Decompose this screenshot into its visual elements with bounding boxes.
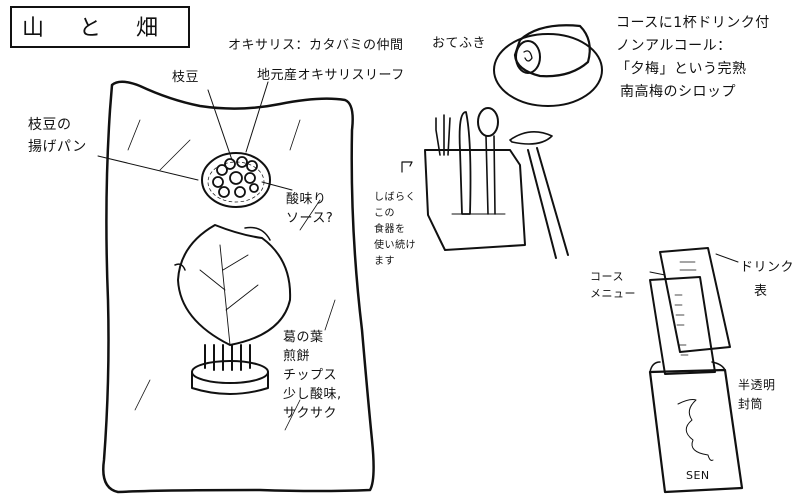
label-line: ます (374, 256, 395, 267)
cutlery-note: しばらく この 食器を 使い続け ます (374, 190, 416, 270)
sauce-label: 酸味り ソース? (286, 190, 333, 228)
label-line: 封筒 (738, 397, 764, 411)
label-line: 表 (754, 284, 768, 299)
label-line: サクサク (283, 406, 338, 421)
oxalis-note: オキサリス：カタバミの仲間 (228, 38, 404, 53)
label-line: 酸味り (286, 192, 327, 207)
drink-list-label: ドリンク 表 (740, 256, 794, 304)
fork-icon (435, 114, 451, 156)
chopsticks (527, 147, 569, 259)
label-line: コース (590, 270, 624, 283)
label-line: チップス (283, 368, 338, 383)
course-menu-card (649, 276, 716, 375)
drink-note: コースに1杯ドリンク付 ノンアルコール： 「夕梅」という完熟 南高梅のシロップ (616, 12, 770, 104)
label-line: しばらく (374, 192, 416, 203)
label-line: 煎餅 (283, 349, 311, 364)
kuzu-leaf (177, 224, 292, 346)
label-line: 「夕梅」という完熟 (616, 61, 747, 77)
envelope-label: 半透明 封筒 (738, 376, 776, 414)
chopstick-rest (509, 131, 553, 145)
label-line: 南高梅のシロップ (620, 84, 736, 100)
dish-title: 山 と 畑 (22, 16, 172, 41)
kuzu-chips-label: 葛の葉 煎餅 チップス 少し酸味, サクサク (283, 328, 342, 423)
label-line: 半透明 (738, 378, 776, 392)
label-line: 揚げパン (28, 139, 87, 155)
spoon-icon (477, 107, 499, 137)
stone-slab (102, 80, 375, 494)
label-line: ソース? (286, 211, 334, 226)
label-line: ドリンク (740, 260, 795, 275)
label-line: ノンアルコール： (616, 38, 732, 54)
label-line: 食器を (374, 224, 406, 235)
drink-list-card (659, 247, 731, 353)
knife-icon (458, 111, 472, 215)
edamame-label: 枝豆 (172, 70, 200, 85)
oshibori-label: おてふき (432, 36, 487, 51)
fried-bread-label: 枝豆の 揚げパン (28, 114, 87, 158)
envelope (648, 368, 744, 494)
edamame-beans (212, 156, 259, 198)
fried-bread-plate (201, 152, 271, 208)
oshibori-plate (493, 33, 603, 107)
label-line: コースに1杯ドリンク付 (616, 15, 770, 31)
label-line: メニュー (590, 287, 636, 300)
label-line: 使い続け (374, 240, 416, 251)
label-line: 葛の葉 (283, 330, 324, 345)
chips-stand (191, 344, 269, 395)
cutlery-box (424, 149, 526, 251)
oshibori-towel (513, 24, 591, 78)
oxalis-leaf-label: 地元産オキサリスリーフ (257, 68, 405, 83)
label-line: 枝豆の (28, 117, 72, 133)
title-box (10, 6, 190, 48)
envelope-logo: SEN (686, 469, 710, 482)
label-line: この (374, 208, 395, 219)
course-menu-label: コース メニュー (590, 268, 636, 302)
label-line: 少し酸味, (283, 387, 342, 402)
